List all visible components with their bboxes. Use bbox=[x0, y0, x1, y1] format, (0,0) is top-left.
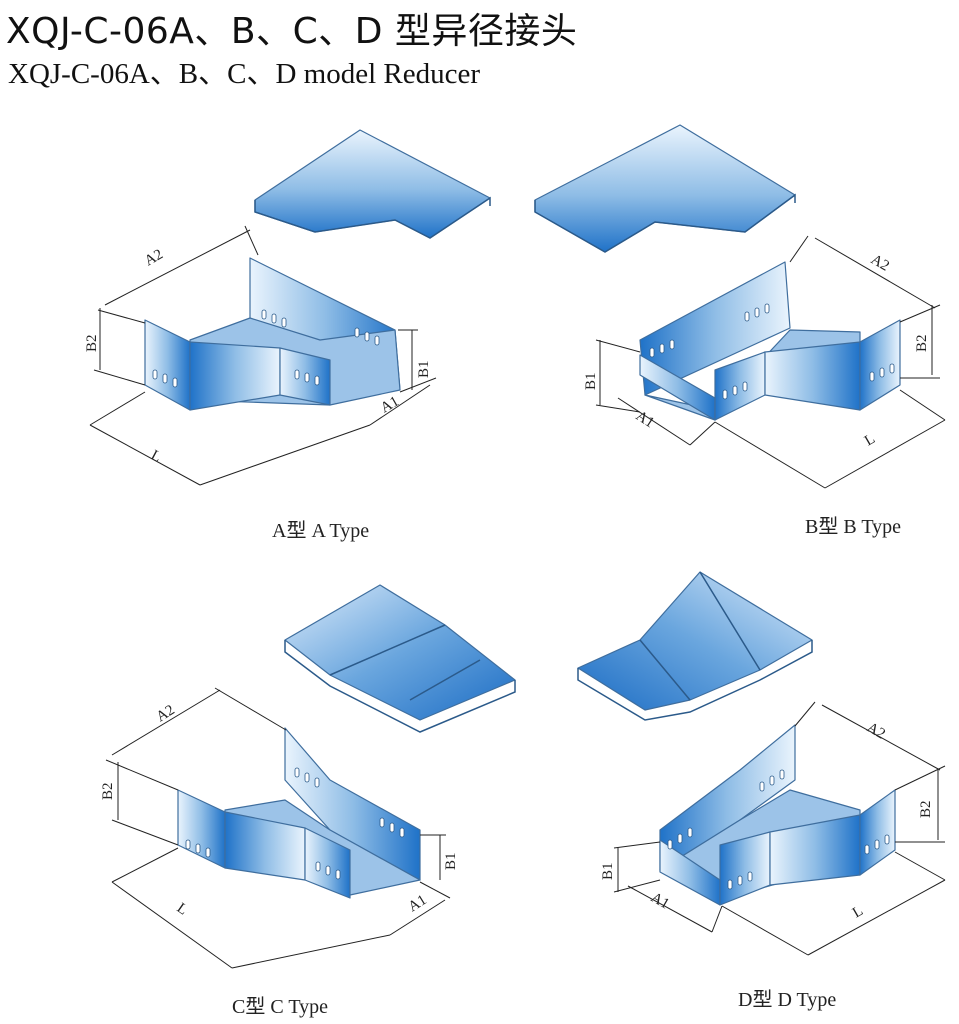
dim-label-l: L bbox=[174, 900, 191, 918]
figure-b-tray bbox=[639, 261, 901, 421]
dim-label-b1: B1 bbox=[600, 862, 616, 880]
figure-c-type: A2 B2 B1 A1 L C型 C Type bbox=[100, 584, 516, 1018]
page-title: XQJ-C-06A、B、C、D 型异径接头 bbox=[6, 11, 578, 52]
figure-c-cover bbox=[284, 584, 516, 733]
figure-caption-b: B型 B Type bbox=[805, 515, 901, 538]
figure-a-cover bbox=[254, 129, 491, 239]
page-subtitle: XQJ-C-06A、B、C、D model Reducer bbox=[8, 58, 481, 90]
figure-caption-a: A型 A Type bbox=[272, 519, 369, 542]
figure-c-tray bbox=[177, 727, 421, 899]
figure-a-dimensions: A2 B2 B1 A1 L bbox=[84, 225, 437, 486]
figure-caption-c: C型 C Type bbox=[232, 995, 328, 1018]
dim-label-a1: A1 bbox=[648, 890, 672, 913]
dim-label-a2: A2 bbox=[868, 252, 892, 275]
dim-label-b1: B1 bbox=[583, 372, 599, 390]
figure-d-dimensions: A2 B2 B1 A1 L bbox=[600, 701, 946, 956]
figure-b-type: A2 B2 B1 A1 L B型 B Type bbox=[534, 124, 946, 538]
dim-label-b2: B2 bbox=[918, 800, 934, 818]
dim-label-a1: A1 bbox=[378, 393, 402, 416]
dim-label-b2: B2 bbox=[914, 334, 930, 352]
dim-label-b1: B1 bbox=[443, 852, 459, 870]
figure-d-tray bbox=[659, 724, 896, 906]
dim-label-l: L bbox=[862, 431, 878, 449]
figure-b-cover bbox=[534, 124, 796, 253]
dim-label-l: L bbox=[850, 903, 866, 921]
dim-label-a2: A2 bbox=[864, 720, 888, 743]
figure-caption-d: D型 D Type bbox=[738, 988, 836, 1011]
dim-label-a2: A2 bbox=[142, 246, 166, 269]
figure-d-type: A2 B2 B1 A1 L D型 D Type bbox=[577, 571, 946, 1011]
figure-a-tray bbox=[144, 257, 401, 411]
figure-d-cover bbox=[577, 571, 813, 721]
figure-b-dimensions: A2 B2 B1 A1 L bbox=[583, 235, 946, 489]
figure-a-type: A2 B2 B1 A1 L A型 A Type bbox=[84, 129, 491, 542]
dim-label-b2: B2 bbox=[100, 782, 116, 800]
dim-label-l: L bbox=[148, 447, 164, 465]
dim-label-b2: B2 bbox=[84, 334, 100, 352]
dim-label-b1: B1 bbox=[416, 360, 432, 378]
dim-label-a2: A2 bbox=[154, 702, 178, 725]
